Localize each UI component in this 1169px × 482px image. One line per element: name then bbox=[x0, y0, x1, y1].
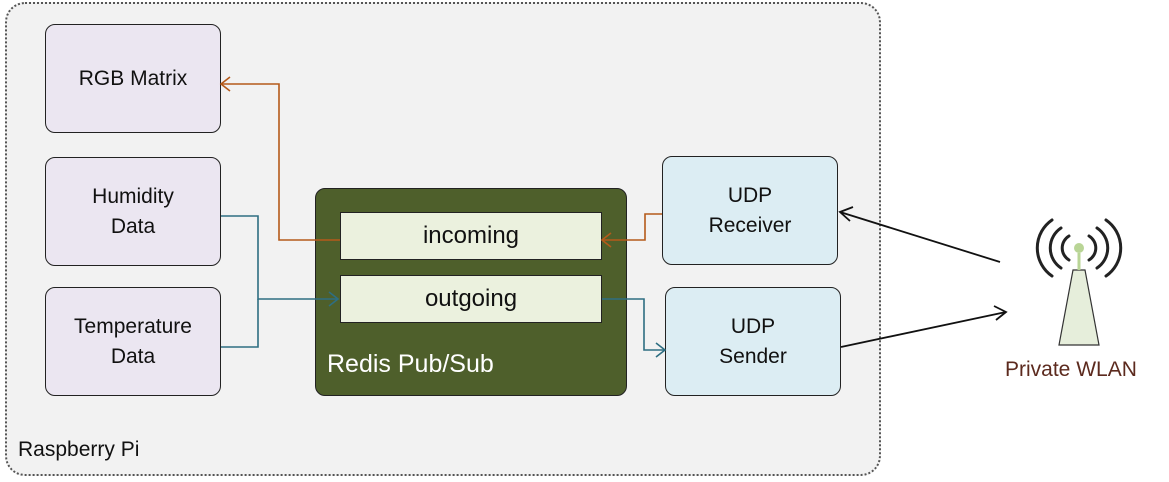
humidity-data-box: Humidity Data bbox=[45, 157, 221, 266]
outgoing-channel: outgoing bbox=[340, 275, 602, 323]
incoming-channel-label: incoming bbox=[422, 222, 520, 249]
incoming-to-rgb-matrix-connector bbox=[221, 83, 340, 241]
rgb-matrix-label: RGB Matrix bbox=[78, 66, 188, 90]
temperature-label-line1: Temperature bbox=[74, 314, 192, 338]
udp-receiver-label-line2: Receiver bbox=[708, 213, 792, 237]
rgb-matrix-arrowhead bbox=[219, 76, 231, 92]
signal-wave-left-outer bbox=[1035, 218, 1054, 278]
udp-sender-arrowhead bbox=[655, 342, 667, 358]
udp-sender-label-line2: Sender bbox=[719, 344, 787, 368]
wireless-antenna-icon bbox=[1035, 218, 1123, 346]
udp-receiver-label-line1: UDP bbox=[727, 183, 773, 207]
udp-receiver-to-incoming-connector bbox=[602, 213, 662, 241]
private-wlan-label: Private WLAN bbox=[1005, 358, 1137, 381]
temperature-label-line2: Data bbox=[110, 344, 156, 368]
humidity-to-outgoing-connector bbox=[221, 215, 338, 300]
temperature-data-box: Temperature Data bbox=[45, 287, 221, 396]
signal-wave-left-inner bbox=[1060, 234, 1071, 262]
redis-pubsub-label: Redis Pub/Sub bbox=[327, 350, 494, 378]
antenna-tip bbox=[1074, 243, 1084, 253]
humidity-label-line1: Humidity bbox=[92, 184, 174, 208]
udp-sender-box: UDP Sender bbox=[665, 287, 841, 396]
outgoing-arrowhead bbox=[328, 291, 340, 307]
wlan-arrowhead bbox=[993, 305, 1008, 321]
outgoing-channel-label: outgoing bbox=[424, 285, 518, 312]
antenna-mast bbox=[1058, 269, 1100, 346]
incoming-channel: incoming bbox=[340, 212, 602, 260]
signal-wave-left-middle bbox=[1048, 226, 1063, 270]
temperature-to-outgoing-connector bbox=[221, 299, 259, 348]
raspberry-pi-label: Raspberry Pi bbox=[18, 438, 140, 461]
udp-sender-to-wlan-link bbox=[840, 311, 1007, 348]
signal-wave-right-outer bbox=[1104, 218, 1123, 278]
signal-wave-right-middle bbox=[1095, 226, 1110, 270]
incoming-arrowhead bbox=[600, 232, 612, 248]
rgb-matrix-box: RGB Matrix bbox=[45, 24, 221, 133]
wlan-to-udp-receiver-link bbox=[839, 211, 1001, 263]
outgoing-to-udp-sender-connector bbox=[602, 298, 665, 351]
udp-receiver-arrowhead bbox=[838, 206, 854, 222]
udp-sender-label-line1: UDP bbox=[730, 314, 776, 338]
humidity-label-line2: Data bbox=[110, 214, 156, 238]
udp-receiver-box: UDP Receiver bbox=[662, 156, 838, 265]
signal-wave-right-inner bbox=[1087, 234, 1098, 262]
